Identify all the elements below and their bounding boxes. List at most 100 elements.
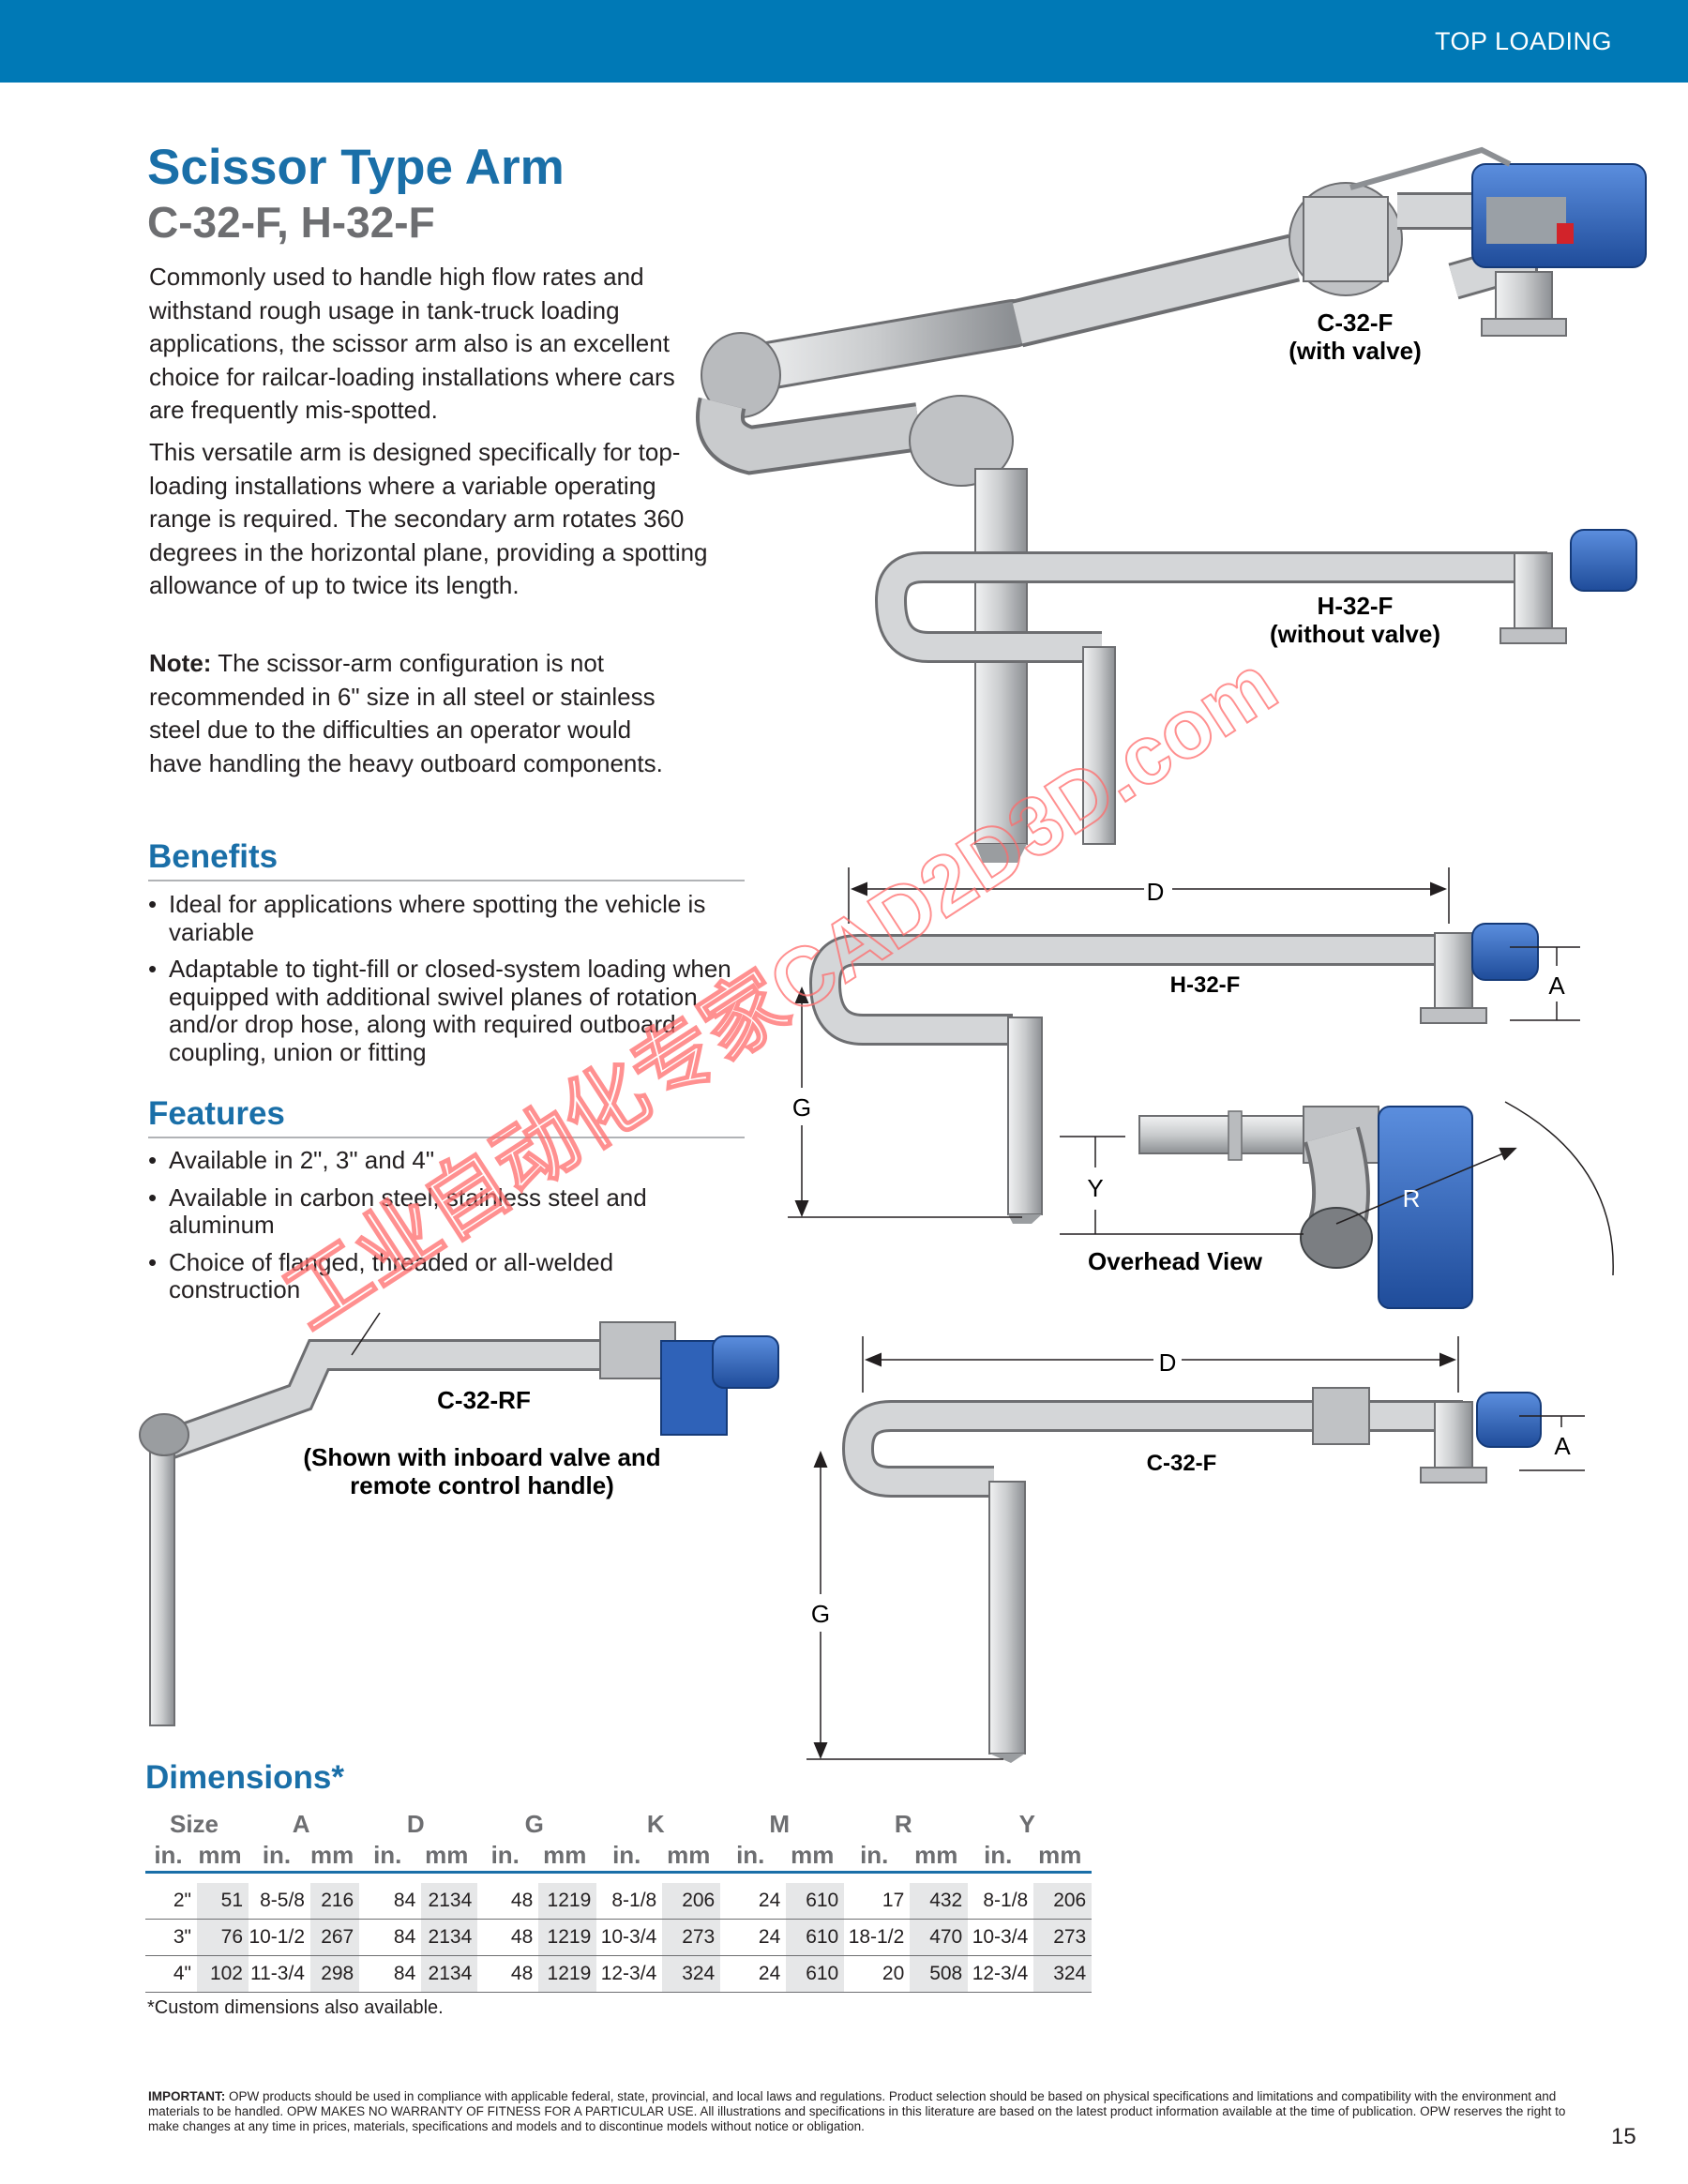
table-subheader: mm: [1033, 1839, 1093, 1874]
dim-g-label: G: [792, 1093, 811, 1122]
c32f-dim-label: C-32-F: [1147, 1451, 1217, 1476]
table-cell: 10-1/2: [249, 1919, 310, 1956]
note-text: The scissor-arm configuration is not rec…: [149, 649, 663, 777]
h32f-top-label: H-32-F: [1318, 592, 1394, 620]
list-item: • Choice of flanged, threaded or all-weld…: [148, 1247, 748, 1304]
watermark: 工业自动化专家CAD2D3D.com: [268, 637, 1291, 1347]
intro-paragraph: Commonly used to handle high flow rates …: [149, 263, 675, 424]
table-cell: 48: [477, 1919, 539, 1956]
table-cell: 1219: [538, 1919, 597, 1956]
table-cell: 2134: [421, 1919, 478, 1956]
table-header: G: [524, 1810, 544, 1838]
table-subheader: mm: [538, 1839, 597, 1874]
c32f-top-caption: (with valve): [1289, 337, 1422, 365]
c32rf-caption-line2: remote control handle): [350, 1471, 614, 1499]
table-subheader: in.: [596, 1839, 663, 1874]
table-cell: 24: [720, 1919, 787, 1956]
table-cell: 267: [310, 1919, 360, 1956]
header-bar: [0, 0, 1688, 83]
table-cell: 3": [145, 1919, 197, 1956]
disclaimer-label: IMPORTANT:: [148, 2089, 226, 2103]
feature-text: Choice of flanged, threaded or all-welde…: [169, 1247, 614, 1303]
table-subheader: in.: [359, 1839, 422, 1874]
dim-d-label: D: [1147, 878, 1165, 906]
feature-text: Available in carbon steel, stainless ste…: [169, 1182, 647, 1239]
table-cell: 508: [910, 1955, 969, 1993]
table-spacer: [145, 1873, 1092, 1884]
dim-r-label: R: [1403, 1184, 1421, 1212]
table-cell: 470: [910, 1919, 969, 1956]
features-heading: Features: [148, 1095, 745, 1138]
dim-a-label: A: [1548, 972, 1565, 1000]
benefit-text: Adaptable to tight-fill or closed-system…: [169, 955, 731, 1066]
table-subheader: in.: [477, 1839, 539, 1874]
table-header: Size: [169, 1810, 219, 1838]
table-subheader: mm: [662, 1839, 721, 1874]
c32rf-caption-line1: (Shown with inboard valve and: [303, 1443, 660, 1471]
c32f-dim-illustration: [806, 1336, 1585, 1763]
table-subheader: in.: [720, 1839, 787, 1874]
overhead-view-illustration: [1060, 1101, 1614, 1309]
table-cell: 2": [145, 1883, 197, 1920]
table-cell: 76: [197, 1919, 249, 1956]
table-subheader: in.: [968, 1839, 1034, 1874]
list-item: • Adaptable to tight-fill or closed-syste…: [148, 955, 748, 1066]
disclaimer: IMPORTANT: OPW products should be used i…: [148, 2089, 1583, 2134]
table-cell: 24: [720, 1883, 787, 1920]
table-cell: 18-1/2: [844, 1919, 911, 1956]
bullet-icon: •: [148, 1182, 158, 1212]
features-list: •Available in 2", 3" and 4" •Available i…: [148, 1146, 748, 1314]
table-cell: 610: [786, 1955, 845, 1993]
table-cell: 216: [310, 1883, 360, 1920]
table-header: M: [769, 1810, 791, 1838]
note-label: Note:: [149, 649, 212, 677]
table-cell: 324: [662, 1955, 721, 1993]
dimensions-heading: Dimensions*: [145, 1759, 344, 1796]
table-cell: 206: [662, 1883, 721, 1920]
table-subheader: in.: [145, 1839, 197, 1874]
table-cell: 4": [145, 1955, 197, 1993]
table-cell: 2134: [421, 1955, 478, 1993]
benefits-heading: Benefits: [148, 838, 745, 881]
table-cell: 17: [844, 1883, 911, 1920]
table-cell: 51: [197, 1883, 249, 1920]
bullet-icon: •: [148, 955, 158, 983]
table-header: Y: [1018, 1810, 1035, 1838]
dim-a-label: A: [1554, 1432, 1571, 1460]
table-cell: 84: [359, 1919, 422, 1956]
table-cell: 48: [477, 1883, 539, 1920]
c32f-top-label: C-32-F: [1318, 309, 1394, 337]
table-subheader: in.: [249, 1839, 310, 1874]
c32rf-label: C-32-RF: [437, 1386, 531, 1414]
table-cell: 1219: [538, 1955, 597, 1993]
list-item: • Available in carbon steel, stainless st…: [148, 1182, 748, 1240]
table-cell: 10-3/4: [596, 1919, 663, 1956]
table-cell: 610: [786, 1883, 845, 1920]
table-cell: 10-3/4: [968, 1919, 1034, 1956]
bullet-icon: •: [148, 890, 158, 918]
page-subtitle: C-32-F, H-32-F: [147, 198, 435, 247]
table-cell: 273: [1033, 1919, 1093, 1956]
table-header: A: [292, 1810, 310, 1838]
benefit-text: Ideal for applications where spotting th…: [169, 890, 706, 946]
bullet-icon: •: [148, 1247, 158, 1276]
table-cell: 2134: [421, 1883, 478, 1920]
disclaimer-text: OPW products should be used in complianc…: [148, 2089, 1566, 2133]
table-cell: 610: [786, 1919, 845, 1956]
c32f-top-illustration: [696, 146, 1647, 863]
table-cell: 84: [359, 1883, 422, 1920]
dimensions-footnote: *Custom dimensions also available.: [147, 1997, 444, 2018]
h32f-top-caption: (without valve): [1270, 620, 1440, 648]
overhead-view-caption: Overhead View: [1088, 1247, 1263, 1275]
benefits-list: • Ideal for applications where spotting t…: [148, 890, 748, 1076]
table-cell: 24: [720, 1955, 787, 1993]
table-cell: 12-3/4: [968, 1955, 1034, 1993]
c32rf-illustration: [139, 1312, 779, 1726]
